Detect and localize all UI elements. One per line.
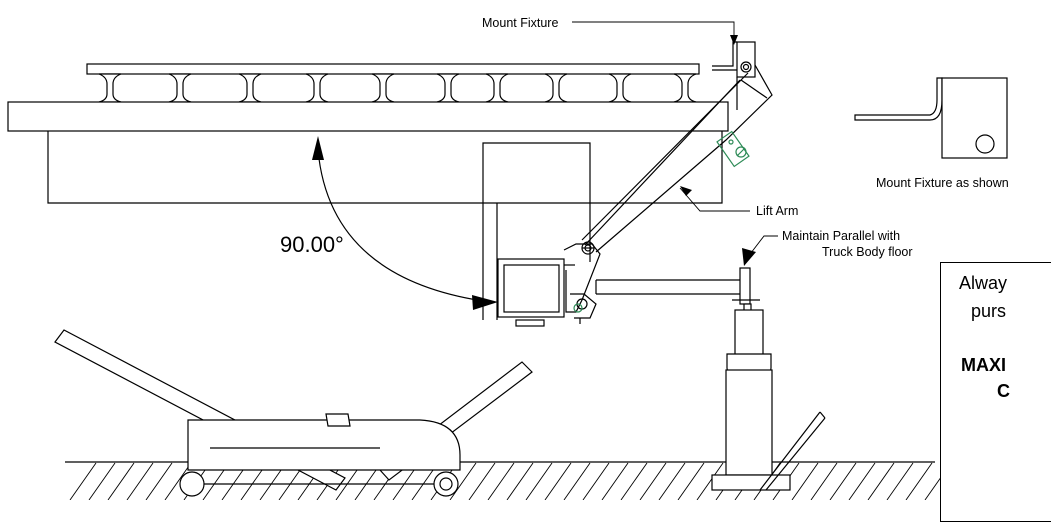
mount-fixture-detail [854,77,1008,159]
ibeam [98,73,122,103]
hatch-line [905,462,933,500]
hatch-line [468,462,496,500]
hatch-line [696,462,724,500]
hatch-line [126,462,154,500]
hatch-line [810,462,838,500]
warning-notice-box: Alway purs MAXI C [940,262,1051,522]
lift-mast-plate [482,142,591,262]
hatch-line [582,462,610,500]
hatch-line [107,462,135,500]
hatch-line [639,462,667,500]
ibeam [608,73,632,103]
ibeam [544,73,568,103]
angle-indicator [312,136,498,310]
warning-line-1: Alway [959,273,1008,293]
truck-body-lower-box [47,131,723,204]
hatch-line [544,462,572,500]
mount-fixture-label: Mount Fixture [482,16,558,30]
hatch-line [658,462,686,500]
arm-bracket-green [716,130,750,168]
maintain-parallel-label-line1: Maintain Parallel with [782,229,900,243]
ibeam [436,73,460,103]
mount-fixture-leader [572,21,735,42]
warning-line-4: C [997,381,1010,401]
warning-line-2: purs [971,301,1007,321]
mount-fixture [712,41,756,110]
lift-arm [581,64,773,253]
ibeam [168,73,192,103]
ibeam [485,73,509,103]
angle-value: 90.00° [280,232,344,257]
support-beam [595,279,740,295]
hatch-line [848,462,876,500]
lift-carriage [497,241,601,327]
hatch-line [867,462,895,500]
hatch-line [677,462,705,500]
floor-jack [54,329,533,497]
hatch-line [829,462,857,500]
ibeam [305,73,329,103]
hatch-line [791,462,819,500]
hatch-line [506,462,534,500]
maintain-parallel-label-line2: Truck Body floor [822,245,913,259]
hatch-line [487,462,515,500]
bottle-jack [711,267,826,491]
ibeam [673,73,697,103]
angle-arrowhead-top [312,136,324,160]
ibeam [238,73,262,103]
warning-line-3: MAXI [961,355,1006,375]
angle-arrowhead-bottom [472,295,498,310]
hatch-line [563,462,591,500]
cross-member-ibeams [98,73,697,103]
hatch-line [620,462,648,500]
hatch-line [88,462,116,500]
hatch-line [145,462,173,500]
hatch-line [164,462,192,500]
hatch-line [525,462,553,500]
mount-fixture-as-shown-label: Mount Fixture as shown [876,176,1009,190]
hatch-line [69,462,97,500]
truck-body-floor [7,101,729,132]
hatch-line [601,462,629,500]
lift-arm-label: Lift Arm [756,204,798,218]
lift-installation-diagram: 90.00° Mount Fixture Mount Fixture as sh… [7,16,1009,500]
lift-arm-leader [679,187,750,212]
hatch-line [449,462,477,500]
truck-bed-top-plate [86,63,700,75]
ibeam [371,73,395,103]
hatch-line [886,462,914,500]
